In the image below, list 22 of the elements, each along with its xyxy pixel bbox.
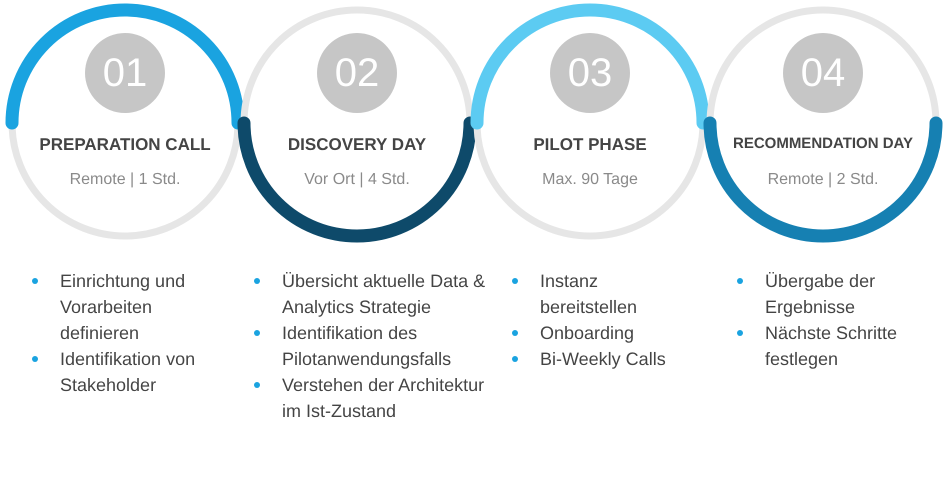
bullet-text: Bi-Weekly Calls — [540, 348, 667, 371]
bullet-text: Identifikation von Stakeholder — [60, 348, 196, 397]
phase-duration: Remote | 2 Std. — [766, 171, 880, 189]
bullet-text: Übersicht aktuelle Data & Analytics Strategie — [282, 270, 486, 319]
phase-duration: Max. 90 Tage — [541, 171, 639, 189]
phase-title: DISCOVERY DAY — [286, 135, 428, 155]
bullet-text: Onboarding — [540, 322, 636, 345]
step-number: 01 — [85, 33, 165, 113]
bullet-text: Nächste Schritte festlegen — [765, 322, 898, 371]
bullet-text: Verstehen der Architektur im Ist-Zustand — [282, 374, 486, 423]
bullet-text: Übergabe der Ergebnisse — [765, 270, 876, 319]
phase-duration: Vor Ort | 4 Std. — [303, 171, 411, 189]
step-number: 02 — [317, 33, 397, 113]
phase-duration: Remote | 1 Std. — [68, 171, 182, 189]
phase-title: RECOMMENDATION DAY — [732, 135, 914, 152]
step-number: 04 — [783, 33, 863, 113]
phase-title: PREPARATION CALL — [38, 135, 212, 155]
bullet-text: Instanz bereitstellen — [540, 270, 638, 319]
phase-title: PILOT PHASE — [532, 135, 648, 155]
step-number: 03 — [550, 33, 630, 113]
bullet-text: Identifikation des Pilotanwendungsfalls — [282, 322, 452, 371]
bullet-text: Einrichtung und Vorarbeiten definieren — [60, 270, 186, 345]
